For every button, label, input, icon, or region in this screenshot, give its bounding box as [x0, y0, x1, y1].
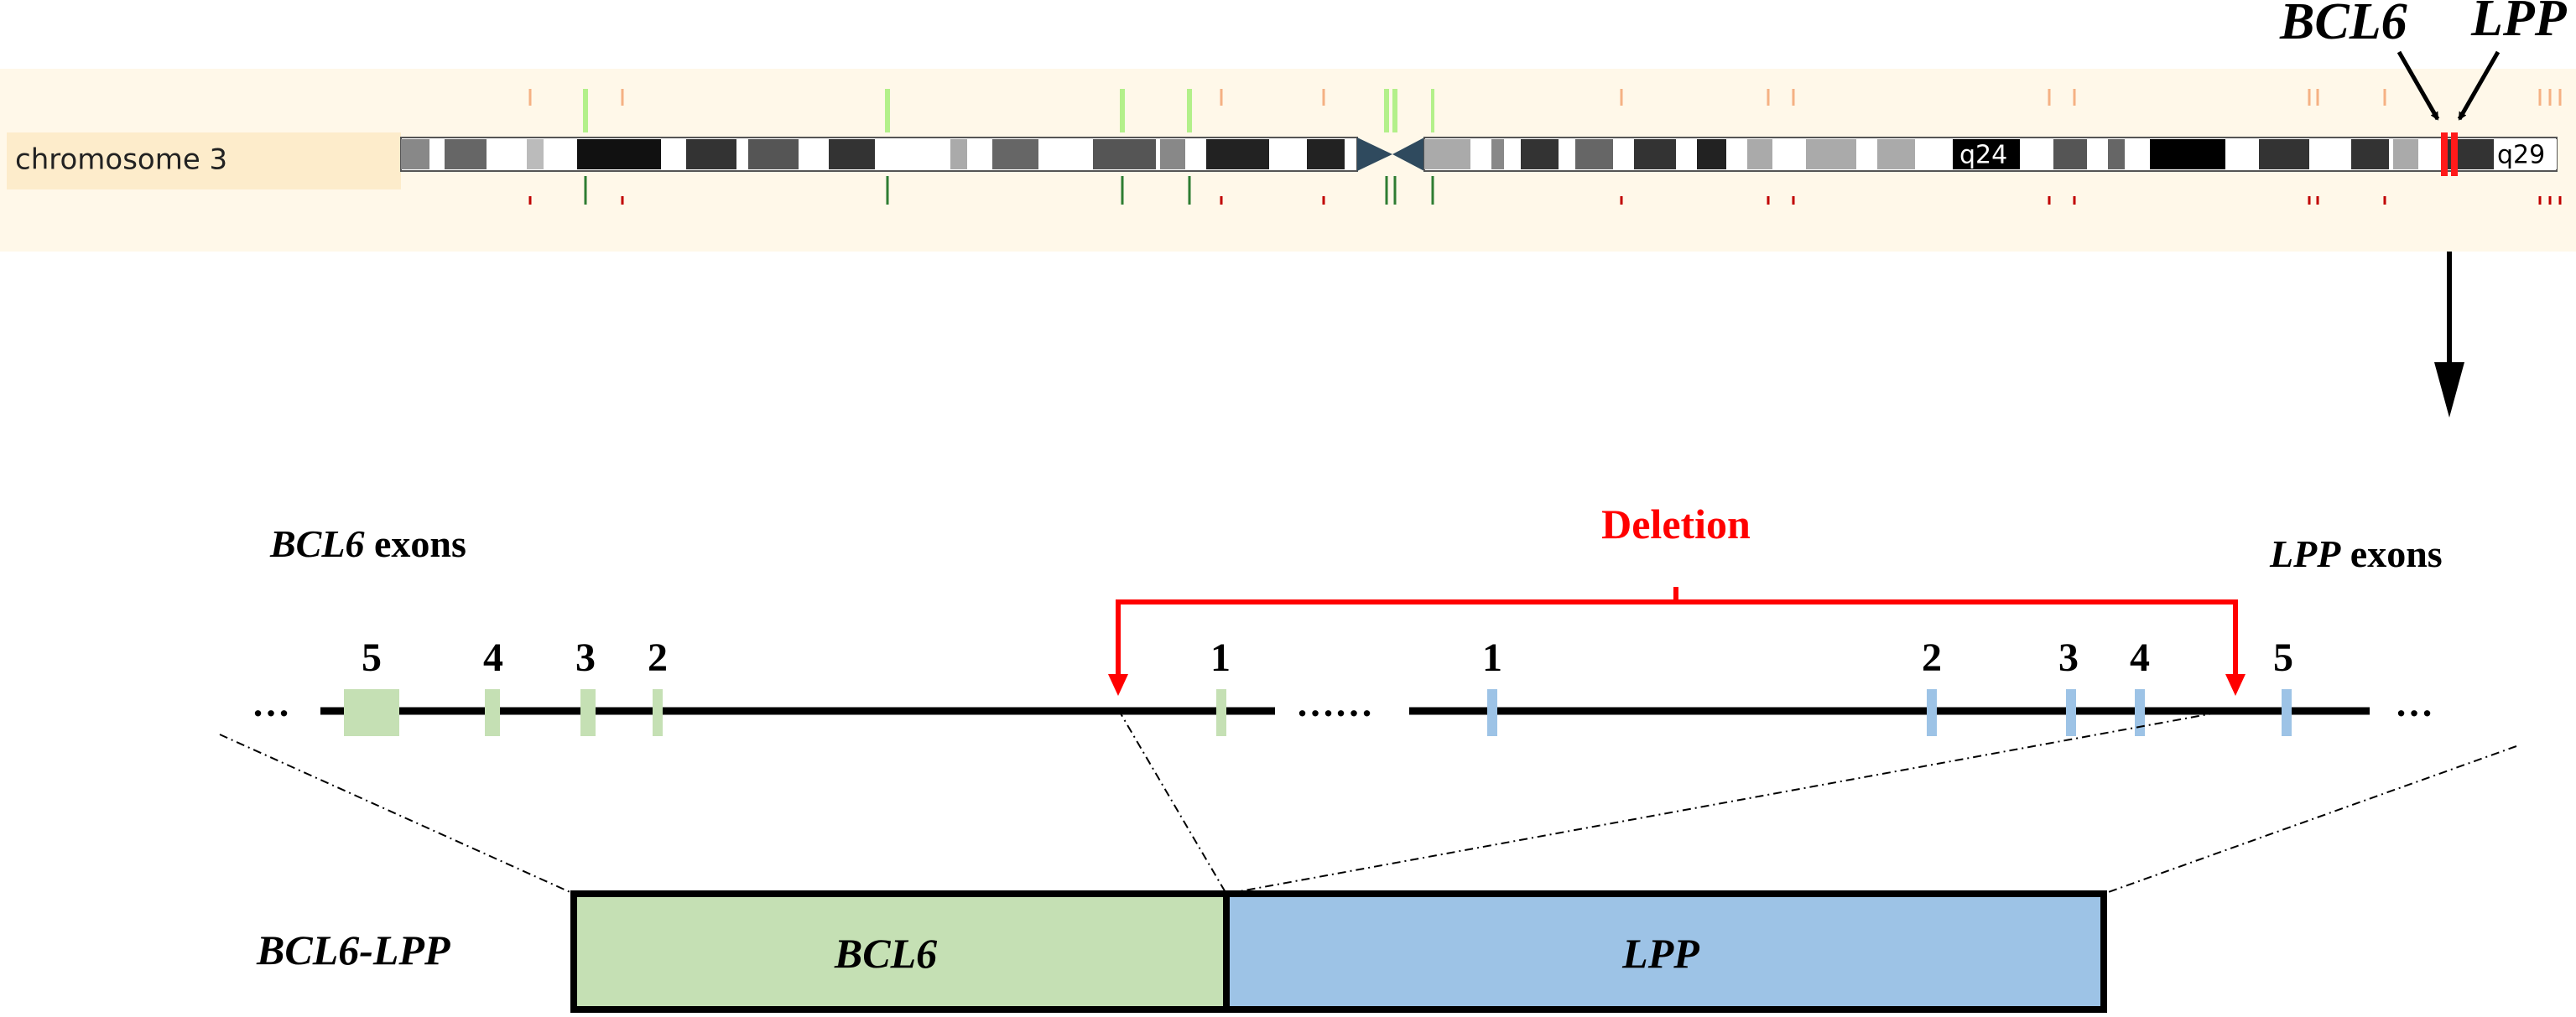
bcl6-exon-3	[580, 689, 596, 736]
lpp-exon-5	[2282, 689, 2292, 736]
chromosome-q-arm	[1423, 137, 2558, 172]
projection-lines	[219, 708, 2517, 895]
chromosome-panel: chromosome 3	[0, 69, 2576, 252]
lpp-exons-label: LPP exons	[2269, 532, 2443, 575]
lpp-exon-4	[2135, 689, 2145, 736]
fusion-label: BCL6-LPP	[256, 926, 450, 973]
ellipsis-left: …	[252, 682, 290, 724]
band-label-q24: q24	[1959, 141, 2007, 170]
bcl6-exon-number: 1	[1210, 636, 1231, 680]
deletion-right-arrowhead	[2225, 674, 2246, 696]
bcl6-exon-number: 3	[575, 636, 596, 680]
bcl6-exon-number: 5	[362, 636, 382, 680]
lpp-exon-1	[1487, 689, 1497, 736]
deletion-left-arrowhead	[1108, 674, 1128, 696]
fusion-lpp-segment	[1223, 890, 2107, 1013]
lpp-exon-number: 1	[1482, 636, 1502, 680]
bcl6-lpp-highlight	[2451, 132, 2458, 176]
bcl6-pointer-arrow	[2396, 50, 2440, 121]
lpp-exon-2	[1927, 689, 1937, 736]
fusion-bcl6-segment	[570, 890, 1230, 1013]
lpp-pointer-arrow	[2457, 50, 2501, 121]
bcl6-exon-2	[653, 689, 663, 736]
lpp-exon-number: 5	[2273, 636, 2293, 680]
top-label-bcl6: BCL6	[2279, 0, 2407, 50]
bcl6-lpp-highlight	[2441, 132, 2448, 176]
ellipsis-middle: ……	[1296, 682, 1373, 724]
chromosome-p-arm	[400, 137, 1358, 172]
chromosome-label-background	[7, 132, 401, 189]
band-label-q29: q29	[2497, 141, 2545, 170]
chromosome-tick-markers	[528, 89, 2562, 205]
zoom-down-arrow-head	[2434, 362, 2464, 418]
fusion-bcl6-label: BCL6	[834, 930, 937, 977]
fusion-lpp-label: LPP	[1621, 930, 1699, 977]
lpp-exon-number: 3	[2058, 636, 2079, 680]
chromosome-label: chromosome 3	[15, 143, 227, 177]
chromosome-centromere	[1357, 138, 1424, 171]
ellipsis-right: …	[2395, 682, 2433, 724]
lpp-exon-3	[2066, 689, 2076, 736]
deletion-bracket: Deletion	[1108, 501, 2246, 696]
lpp-exon-number: 2	[1922, 636, 1942, 680]
bcl6-exon-number: 2	[648, 636, 668, 680]
exon-track: BCL6 exons LPP exons … …… … 5 4 3 2 1 1 …	[252, 522, 2443, 736]
bcl6-exon-1	[1216, 689, 1226, 736]
bcl6-exons-label: BCL6 exons	[269, 522, 466, 565]
top-label-lpp: LPP	[2470, 0, 2568, 47]
bcl6-exon-5	[344, 689, 399, 736]
fusion-transcript: BCL6-LPP BCL6 LPP	[256, 890, 2107, 1013]
lpp-exon-number: 4	[2130, 636, 2150, 680]
bcl6-exon-4	[485, 689, 500, 736]
bcl6-exon-number: 4	[483, 636, 503, 680]
deletion-label: Deletion	[1601, 501, 1751, 547]
